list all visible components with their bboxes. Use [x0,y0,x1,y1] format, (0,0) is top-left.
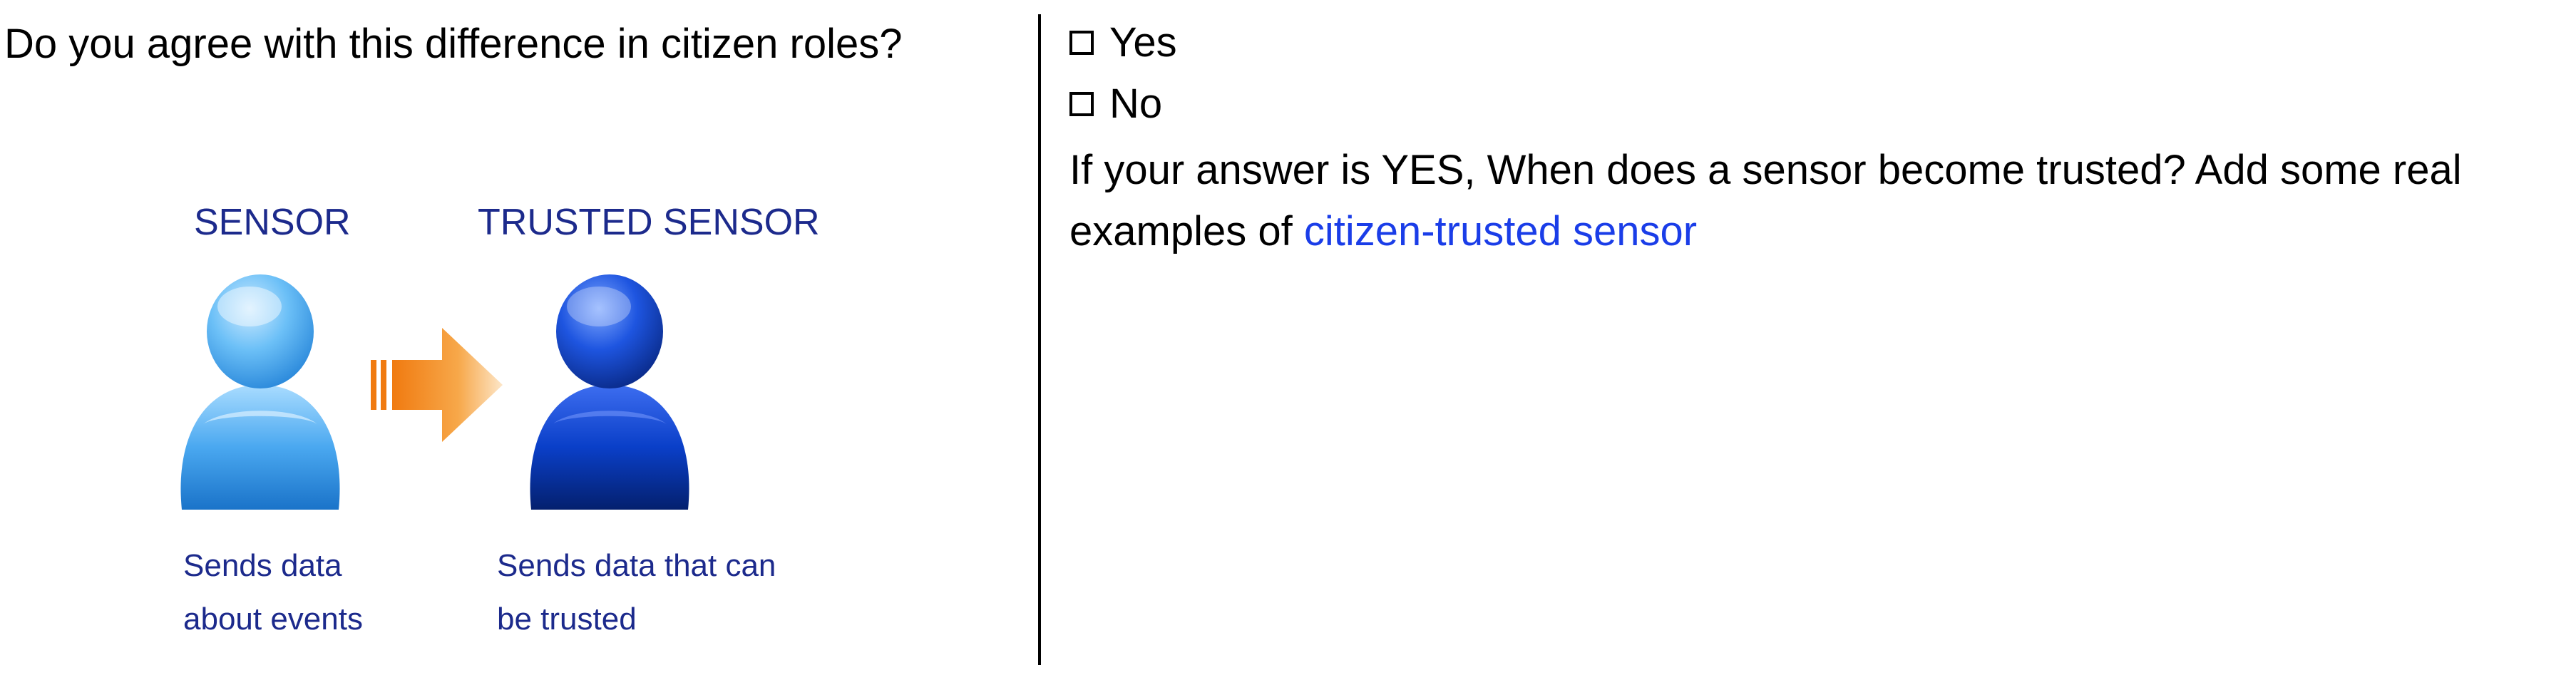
sensor-description-line1: Sends data [183,548,342,583]
question-text: Do you agree with this difference in cit… [4,21,903,67]
sensor-person-icon [180,274,340,510]
sensor-description-line2: about events [183,602,363,637]
arrow-right-icon [371,328,503,442]
followup-text: If your answer is YES, When does a senso… [1069,147,2462,254]
trusted-sensor-person-icon [530,274,689,510]
yes-label: Yes [1109,19,1177,66]
answer-column: Yes No If your answer is YES, When does … [1062,0,2567,680]
answer-option-yes[interactable]: Yes [1069,17,1177,68]
yes-checkbox[interactable] [1069,31,1094,55]
column-divider [1038,14,1041,665]
citizen-trusted-sensor-term: citizen-trusted sensor [1303,208,1698,254]
no-checkbox[interactable] [1069,92,1094,116]
question-column: Do you agree with this difference in cit… [0,0,1037,680]
trusted-sensor-description-line1: Sends data that can [497,548,776,583]
trusted-sensor-description: Sends data that can be trusted [497,539,818,646]
trusted-sensor-title: TRUSTED SENSOR [478,202,820,243]
no-label: No [1109,81,1163,127]
sensor-title: SENSOR [194,202,351,243]
trusted-sensor-description-line2: be trusted [497,602,637,637]
sensor-description: Sends data about events [183,539,419,646]
citizen-roles-diagram: SENSOR TRUSTED SENSOR [0,0,1037,680]
answer-option-no[interactable]: No [1069,78,1162,130]
followup-question: If your answer is YES, When does a senso… [1069,140,2570,262]
